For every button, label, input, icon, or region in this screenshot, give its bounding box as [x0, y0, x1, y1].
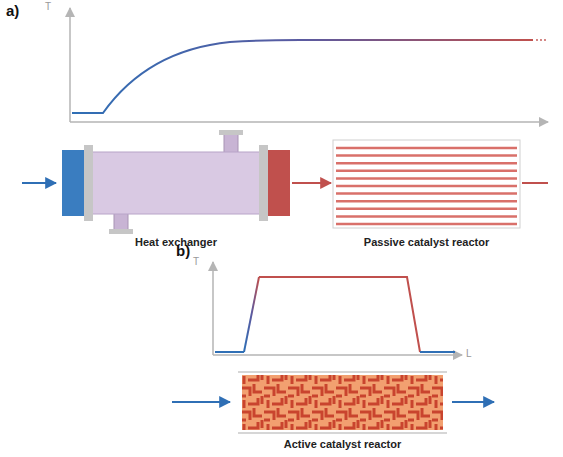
active-reactor-drawing: [238, 372, 447, 433]
inlet-arrow: [22, 182, 56, 184]
flow-arrow: [292, 182, 331, 184]
component-label: Active catalyst reactor: [284, 438, 401, 450]
component-label: Passive catalyst reactor: [364, 236, 489, 248]
outlet-arrow: [452, 401, 494, 403]
outlet-line: [522, 182, 548, 184]
axis-label: L: [466, 348, 472, 359]
panel-letter: a): [6, 2, 19, 19]
axis-label: T: [193, 256, 199, 267]
heat-exchanger: Heat exchanger: [60, 128, 292, 250]
chart-a: [70, 8, 548, 122]
passive-reactor: Passive catalyst reactor: [331, 138, 522, 250]
chart-b: [213, 262, 462, 355]
passive-reactor-drawing: [333, 140, 520, 228]
panel-letter: b): [176, 242, 190, 259]
inlet-arrow: [172, 401, 230, 403]
active-reactor: Active catalyst reactor: [236, 370, 449, 452]
heat-exchanger-drawing: [62, 130, 290, 234]
axis-label: T: [45, 1, 51, 12]
